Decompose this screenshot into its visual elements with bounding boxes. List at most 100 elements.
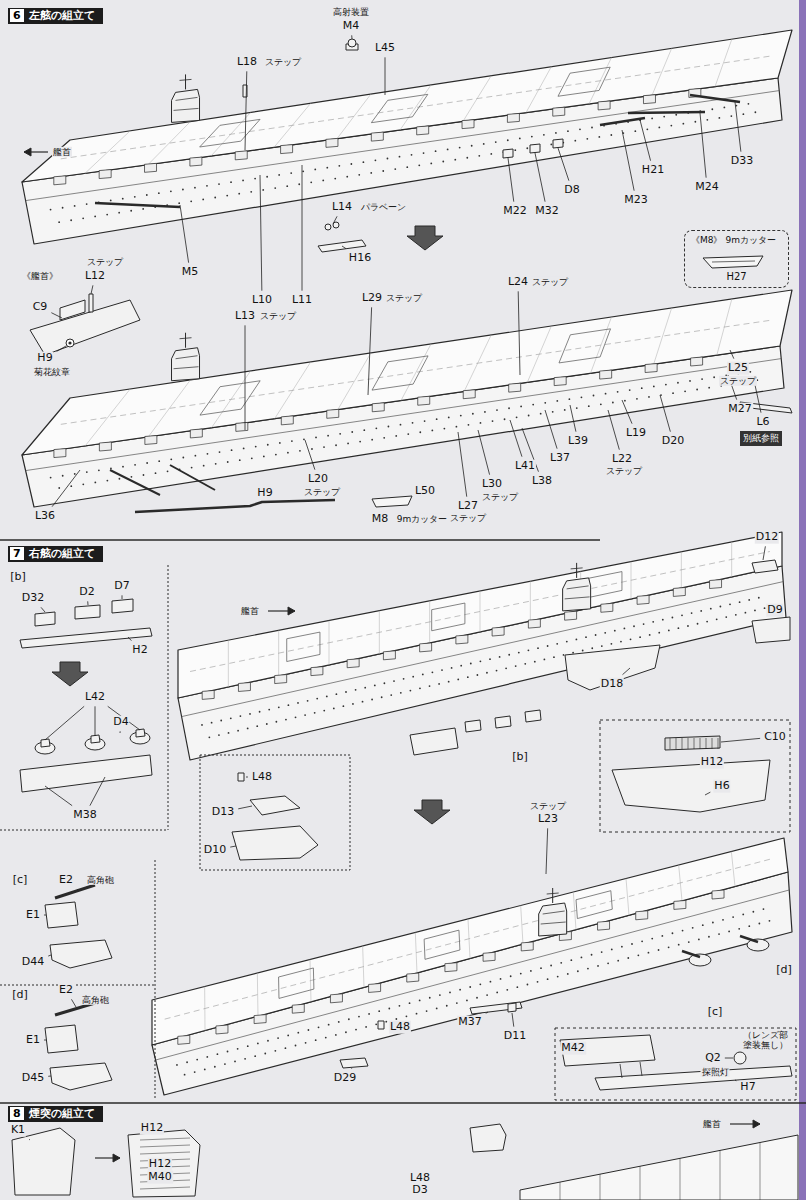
leader-line [41,607,45,612]
porthole [467,676,469,678]
gallery-sponson [445,963,457,972]
boom-rod [110,470,160,495]
porthole [758,923,760,925]
porthole [718,933,720,935]
porthole [728,931,730,933]
porthole [677,382,679,384]
island-bridge [174,108,199,110]
porthole [297,1032,299,1034]
step-part [89,294,93,312]
porthole [486,994,488,996]
porthole [550,144,552,146]
porthole [672,617,674,619]
porthole [70,219,72,221]
inset-frame [200,755,350,870]
porthole [98,469,100,471]
porthole [543,658,545,660]
note-text: 別紙参照 [743,433,779,443]
porthole [665,384,667,386]
leader-line [458,432,467,497]
leader-line [87,601,88,605]
porthole [722,919,724,921]
porthole [604,632,606,634]
porthole [242,179,244,181]
gallery-sponson [236,422,248,431]
leader-line [368,307,372,395]
porthole [708,936,710,938]
step-arrow [407,226,443,250]
porthole [763,908,765,910]
porthole [74,473,76,475]
gallery-sponson [407,973,419,982]
porthole [530,970,532,972]
bow-deck-piece [30,300,140,355]
leader-line [90,777,105,806]
funnel-part [12,1128,75,1195]
leader-line [305,440,315,470]
porthole [739,601,741,603]
cutter-boat [703,256,763,268]
leader-line [385,57,386,95]
porthole [310,181,312,183]
porthole [636,398,638,400]
porthole [537,647,539,649]
porthole [219,451,221,453]
porthole [423,152,425,154]
porthole [184,1074,186,1076]
mast [576,563,577,578]
deck-seam [760,1142,761,1200]
part-number: M5 [181,266,200,279]
porthole [526,147,528,149]
porthole [131,476,133,478]
porthole [524,663,526,665]
porthole [742,113,744,115]
small-part [503,149,513,158]
gallery-sponson [54,449,66,458]
gun-platform [20,755,152,792]
porthole [364,687,366,689]
small-part [553,139,563,148]
porthole [729,603,731,605]
porthole [234,1061,236,1063]
porthole [441,669,443,671]
leader-line [122,595,123,599]
part-number: [b] [9,571,27,584]
porthole [436,418,438,420]
leader-line [570,405,576,432]
porthole [479,983,481,985]
deck-seam [731,852,735,887]
gallery-sponson [418,396,430,405]
porthole [375,1023,377,1025]
porthole [419,687,421,689]
porthole [339,433,341,435]
porthole [315,437,317,439]
porthole [701,378,703,380]
porthole [394,168,396,170]
porthole [285,719,287,721]
porthole [143,474,145,476]
porthole [130,210,132,212]
porthole [711,108,713,110]
porthole [206,185,208,187]
porthole [399,156,401,158]
porthole [735,614,737,616]
porthole [519,138,521,140]
gun-base [50,1063,112,1090]
callout-note: ステップ [264,57,302,67]
porthole [652,621,654,623]
porthole [264,1053,266,1055]
porthole [395,435,397,437]
leader-line [545,410,557,449]
porthole [375,427,377,429]
step-title: 煙突の組立て [29,1107,95,1120]
porthole [432,671,434,673]
porthole [155,472,157,474]
deck-seam [401,344,431,401]
porthole [305,1042,307,1044]
porthole [323,710,325,712]
panel-divider [168,565,169,830]
porthole [58,487,60,489]
island-bridge [565,597,590,599]
elevator-hatch [558,67,610,96]
gallery-sponson [456,635,468,644]
